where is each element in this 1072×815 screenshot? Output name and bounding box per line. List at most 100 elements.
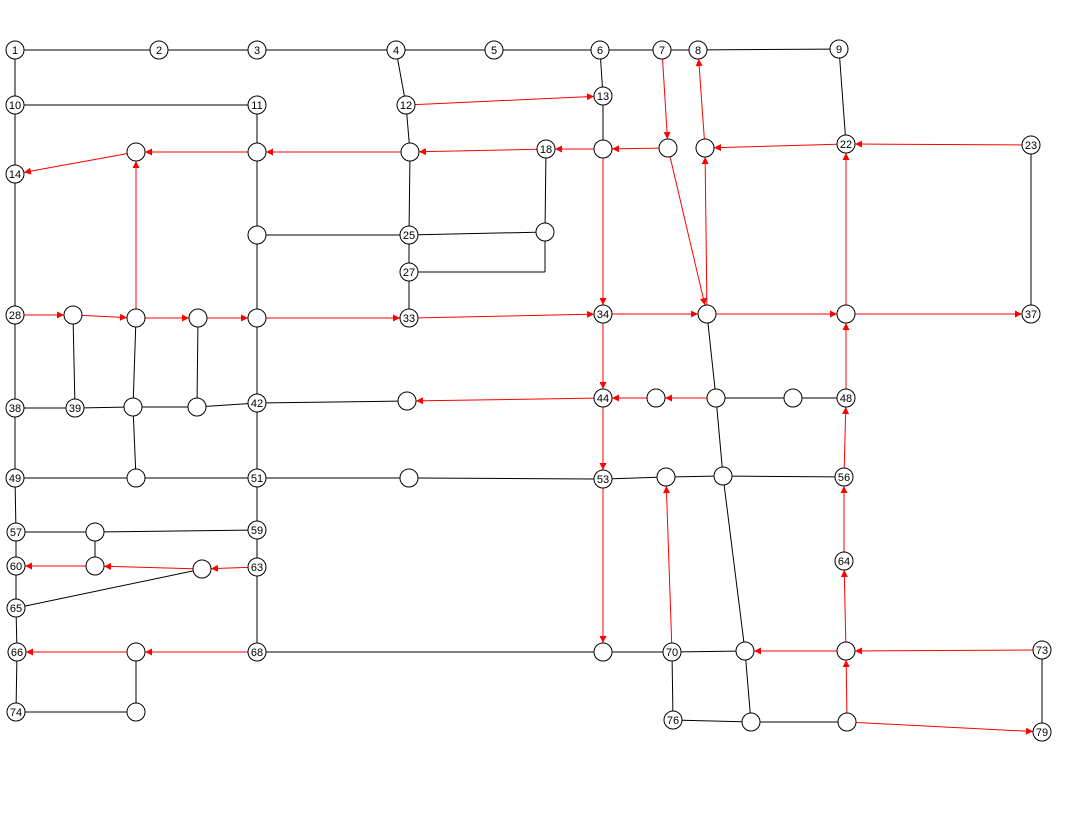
node-28: 28	[5, 305, 25, 325]
directed-edge-u72-n64	[840, 569, 848, 643]
node-label: 1	[12, 45, 18, 57]
directed-edge-n23-n22	[854, 140, 1023, 148]
node-label: 12	[400, 100, 412, 112]
node-label: 6	[597, 45, 603, 57]
node-circle	[126, 702, 146, 722]
edge-n12-u17	[406, 113, 410, 144]
directed-edge-n18-u17	[418, 148, 538, 156]
node-circle	[247, 557, 267, 577]
node-59: 59	[247, 520, 267, 540]
node-unlabeled	[63, 305, 83, 325]
node-label: 3	[254, 45, 260, 57]
node-4: 4	[386, 40, 406, 60]
node-label: 39	[69, 403, 81, 415]
node-circle	[836, 304, 856, 324]
node-unlabeled	[192, 559, 212, 579]
node-label: 57	[10, 527, 22, 539]
node-unlabeled	[85, 522, 105, 542]
node-37: 37	[1021, 304, 1041, 324]
node-circle	[536, 139, 556, 159]
node-unlabeled	[126, 468, 146, 488]
edge-n70-n76	[671, 660, 674, 712]
node-circle	[6, 522, 26, 542]
node-circle	[695, 138, 715, 158]
node-25: 25	[399, 225, 419, 245]
node-unlabeled	[397, 391, 417, 411]
node-circle	[735, 641, 755, 661]
node-44: 44	[593, 388, 613, 408]
node-unlabeled	[247, 225, 267, 245]
node-unlabeled	[126, 142, 146, 162]
node-label: 64	[838, 556, 850, 568]
node-circle	[247, 40, 267, 60]
node-circle	[593, 139, 613, 159]
edge-u30-u40	[132, 326, 137, 399]
node-23: 23	[1021, 135, 1041, 155]
node-57: 57	[6, 522, 26, 542]
node-48: 48	[836, 388, 856, 408]
node-circle	[646, 388, 666, 408]
node-circle	[192, 559, 212, 579]
node-unlabeled	[646, 388, 666, 408]
node-unlabeled	[399, 468, 419, 488]
node-circle	[741, 712, 761, 732]
directed-edge-n56-n48	[842, 406, 850, 469]
node-label: 38	[9, 403, 21, 415]
node-circle	[593, 388, 613, 408]
node-circle	[5, 398, 25, 418]
node-6: 6	[590, 40, 610, 60]
node-circle	[400, 142, 420, 162]
node-22: 22	[836, 134, 856, 154]
node-68: 68	[247, 642, 267, 662]
node-circle	[5, 40, 25, 60]
node-label: 4	[393, 45, 399, 57]
node-label: 44	[597, 393, 609, 405]
edge-n6-n13	[600, 58, 603, 88]
node-14: 14	[5, 164, 25, 184]
node-label: 11	[251, 100, 262, 112]
node-2: 2	[149, 40, 169, 60]
node-circle	[713, 466, 733, 486]
edge-u29-n39	[72, 323, 76, 400]
node-label: 25	[403, 230, 415, 242]
node-label: 23	[1025, 140, 1037, 152]
node-circle	[484, 40, 504, 60]
directed-edge-u62-u61	[103, 562, 194, 570]
node-label: 66	[11, 647, 23, 659]
node-circle	[1032, 640, 1052, 660]
directed-edge-u15-n14	[23, 153, 128, 175]
node-10: 10	[5, 95, 25, 115]
node-circle	[397, 391, 417, 411]
node-unlabeled	[247, 308, 267, 328]
node-circle	[247, 642, 267, 662]
node-label: 63	[251, 562, 263, 574]
node-circle	[247, 468, 267, 488]
node-circle	[5, 164, 25, 184]
node-circle	[783, 388, 803, 408]
node-unlabeled	[658, 138, 678, 158]
node-79: 79	[1032, 722, 1052, 742]
edge-u31-u41	[196, 326, 199, 399]
directed-edge-u20-u19	[611, 145, 660, 153]
node-unlabeled	[837, 712, 857, 732]
directed-edge-n33-n34	[417, 310, 595, 319]
node-circle	[85, 522, 105, 542]
node-27: 27	[399, 262, 419, 282]
node-label: 59	[251, 525, 263, 537]
directed-edge-n22-u21	[713, 143, 838, 152]
node-circle	[399, 262, 419, 282]
node-circle	[834, 551, 854, 571]
node-18: 18	[536, 139, 556, 159]
edge-u46-u55	[716, 406, 723, 468]
edge-u54-u55	[674, 475, 715, 478]
node-38: 38	[5, 398, 25, 418]
node-circle	[1021, 304, 1041, 324]
node-unlabeled	[126, 642, 146, 662]
node-5: 5	[484, 40, 504, 60]
node-circle	[386, 40, 406, 60]
node-circle	[6, 556, 26, 576]
node-circle	[663, 710, 683, 730]
node-label: 8	[695, 45, 701, 57]
node-circle	[123, 397, 143, 417]
